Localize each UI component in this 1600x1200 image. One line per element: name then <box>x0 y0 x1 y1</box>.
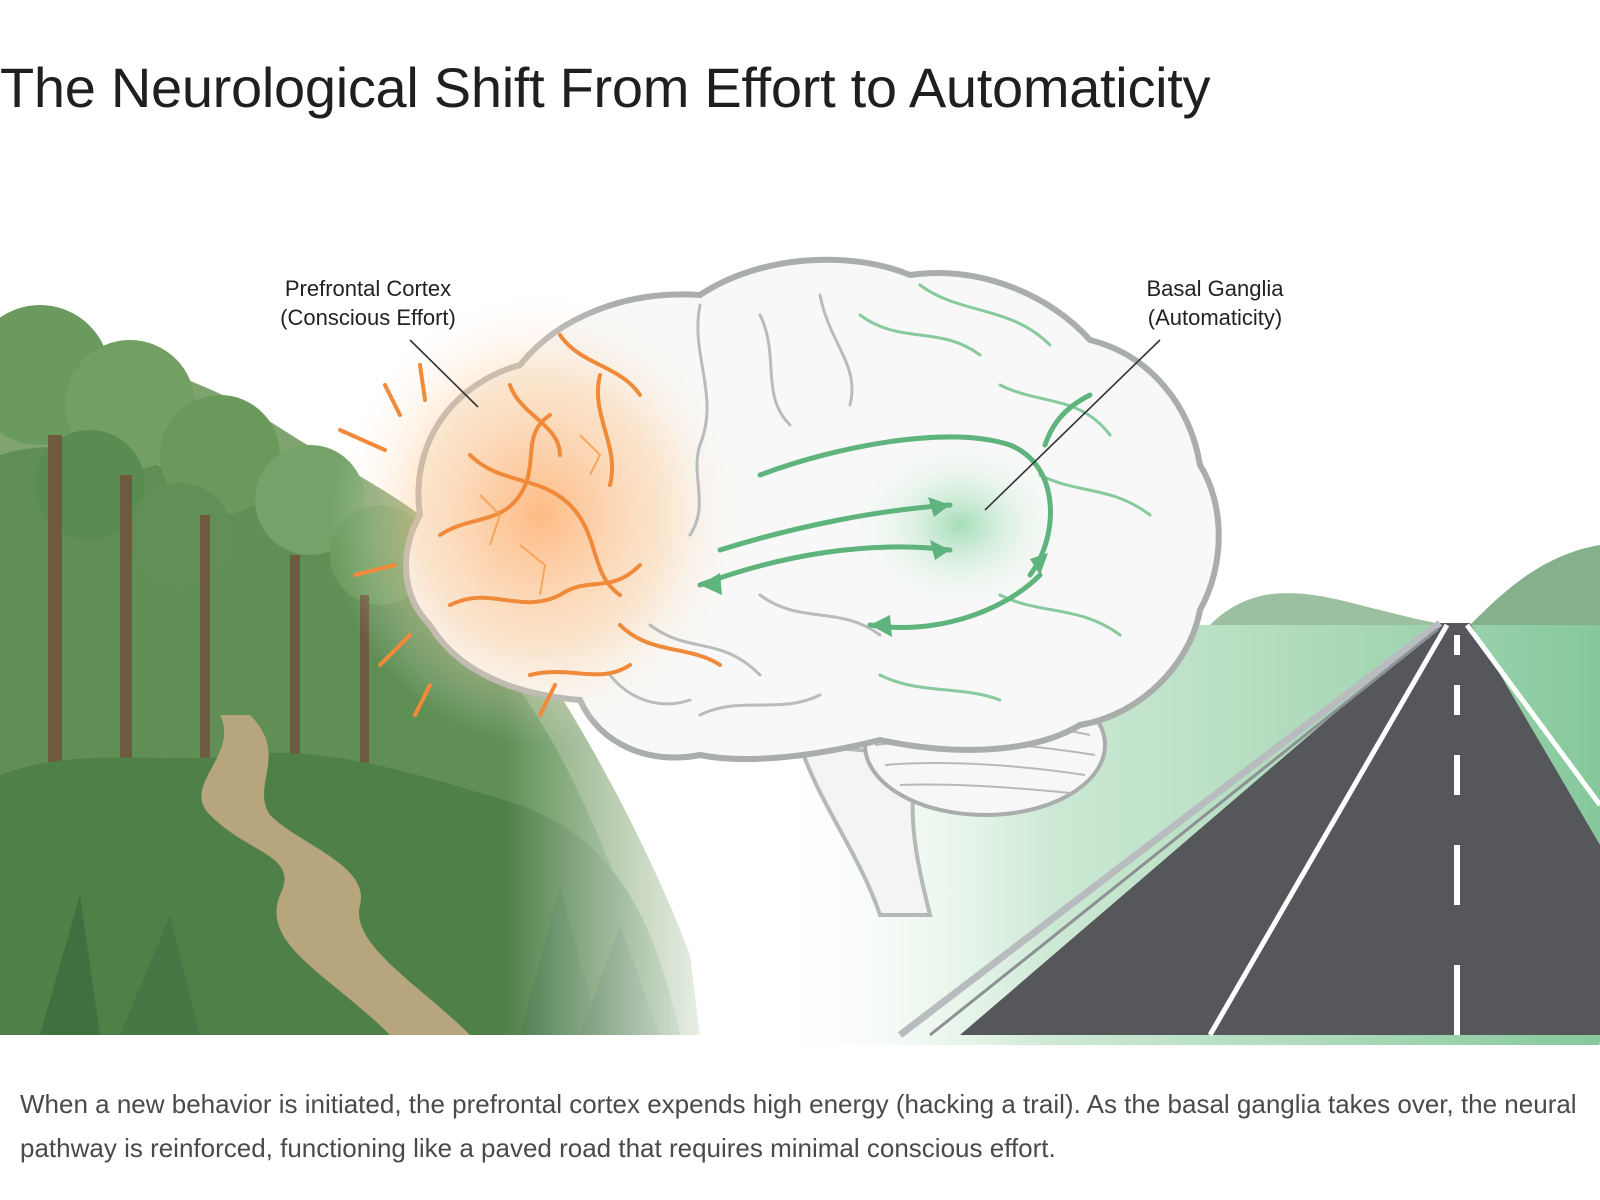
leader-line-basal <box>984 339 1161 511</box>
label-basal-line1: Basal Ganglia <box>1147 276 1285 301</box>
brain-habit-illustration: Prefrontal Cortex (Conscious Effort) Bas… <box>0 155 1600 1055</box>
figure-caption: When a new behavior is initiated, the pr… <box>20 1089 1577 1163</box>
label-prefrontal-line1: Prefrontal Cortex <box>285 276 451 301</box>
label-prefrontal-line2: (Conscious Effort) <box>280 305 456 330</box>
label-basal-line2: (Automaticity) <box>1148 305 1282 330</box>
label-prefrontal-cortex: Prefrontal Cortex (Conscious Effort) <box>280 276 479 408</box>
brain-icon <box>330 256 1222 917</box>
label-basal-ganglia: Basal Ganglia (Automaticity) <box>984 276 1285 511</box>
page-title: The Neurological Shift From Effort to Au… <box>0 56 1211 119</box>
leader-line-prefrontal <box>409 339 479 408</box>
